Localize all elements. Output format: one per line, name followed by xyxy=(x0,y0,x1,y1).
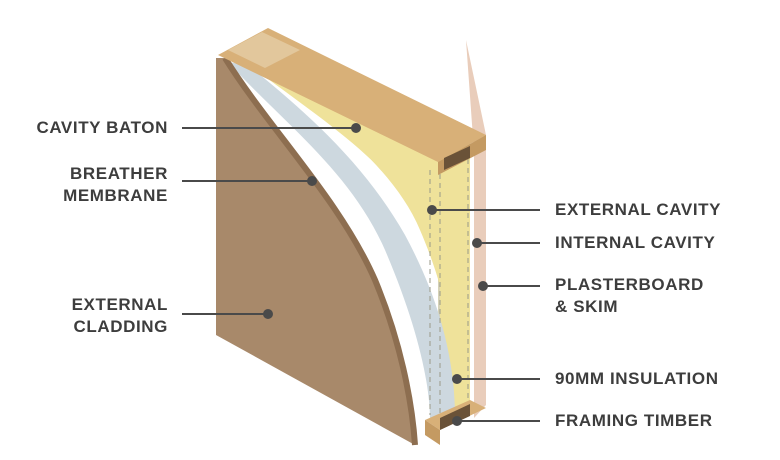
top-timber-light-strip xyxy=(228,32,300,68)
bottom-timber-front xyxy=(425,420,440,445)
label-breather-membrane-line1: BREATHER xyxy=(70,164,168,183)
breather-membrane-layer xyxy=(228,62,455,420)
top-timber-end xyxy=(444,146,470,170)
dot-breather-membrane xyxy=(307,176,317,186)
dot-framing-timber xyxy=(452,416,462,426)
dot-external-cavity xyxy=(427,205,437,215)
label-breather-membrane-line2: MEMBRANE xyxy=(63,186,168,205)
label-framing-timber: FRAMING TIMBER xyxy=(555,411,713,430)
label-internal-cavity: INTERNAL CAVITY xyxy=(555,233,716,252)
label-external-cladding: EXTERNAL CLADDING xyxy=(72,294,168,338)
label-external-cladding-line1: EXTERNAL xyxy=(71,295,168,314)
label-external-cladding-line2: CLADDING xyxy=(73,317,168,336)
label-plasterboard-line2: & SKIM xyxy=(555,297,619,316)
label-breather-membrane: BREATHER MEMBRANE xyxy=(63,163,168,207)
dot-plasterboard xyxy=(478,281,488,291)
dot-insulation xyxy=(452,374,462,384)
top-timber-face xyxy=(218,28,486,162)
label-plasterboard-line1: PLASTERBOARD xyxy=(555,275,704,294)
label-insulation: 90MM INSULATION xyxy=(555,369,719,388)
dot-external-cladding xyxy=(263,309,273,319)
insulation-fill xyxy=(265,68,470,412)
dot-cavity-baton xyxy=(351,123,361,133)
label-plasterboard: PLASTERBOARD & SKIM xyxy=(555,274,704,318)
dot-internal-cavity xyxy=(472,238,482,248)
external-cladding-edge xyxy=(222,56,418,446)
external-cladding-layer xyxy=(216,58,415,445)
label-external-cavity: EXTERNAL CAVITY xyxy=(555,200,722,219)
label-cavity-baton: CAVITY BATON xyxy=(36,118,168,137)
